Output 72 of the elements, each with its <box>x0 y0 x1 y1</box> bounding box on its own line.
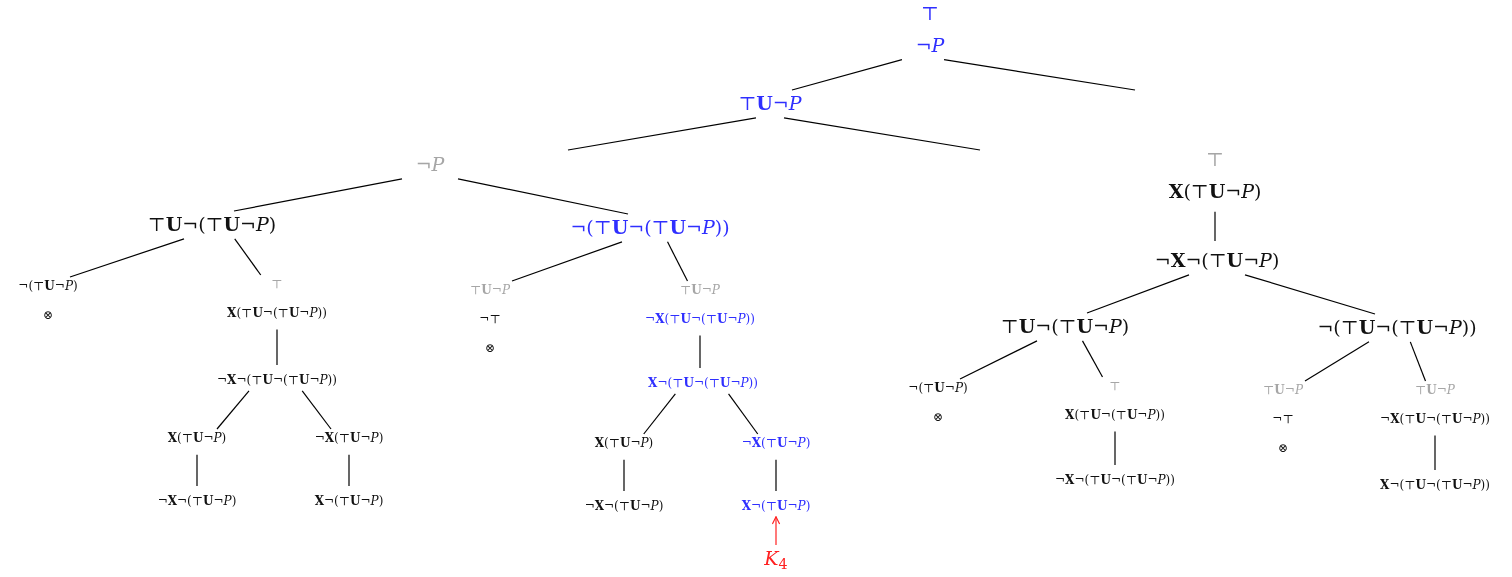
formula: ¬P <box>915 34 945 57</box>
tree-edge <box>1114 431 1116 466</box>
formula: ¬X(⊤U¬(⊤U¬P)) <box>645 312 755 327</box>
tree-edge <box>216 390 250 430</box>
closed-branch-mark: ⊗ <box>42 308 53 323</box>
tree-edge <box>1304 341 1370 382</box>
formula: ¬X(⊤U¬P) <box>314 432 384 446</box>
formula: ¬⊤ <box>479 312 501 327</box>
formula: X¬(⊤U¬(⊤U¬P)) <box>1380 479 1490 493</box>
formula: ⊤U¬P <box>1263 384 1303 398</box>
tree-edge <box>727 393 759 435</box>
formula: ¬X¬(⊤U¬P) <box>584 500 664 514</box>
formula: ⊤ <box>921 3 939 25</box>
tree-edge <box>791 59 903 91</box>
formula: ¬X¬(⊤U¬(⊤U¬P)) <box>217 374 337 388</box>
formula: ¬X(⊤U¬(⊤U¬P)) <box>1380 412 1490 427</box>
formula: ⊤U¬P <box>680 284 720 298</box>
tree-edge <box>783 117 981 151</box>
formula: ¬(⊤U¬(⊤U¬P)) <box>570 217 730 239</box>
formula: ⊤ <box>1109 380 1121 394</box>
formula: ⊤U¬P <box>470 284 510 298</box>
formula: ⊤U¬P <box>738 93 802 115</box>
formula: ⊤ <box>271 278 283 292</box>
tree-edge <box>457 178 629 215</box>
formula: ¬(⊤U¬P) <box>18 280 78 294</box>
tree-edge <box>233 178 403 212</box>
formula: X(⊤U¬P) <box>1168 180 1262 203</box>
formula: ¬(⊤U¬(⊤U¬P)) <box>1317 317 1477 339</box>
tree-edge <box>775 459 777 492</box>
formula: ¬⊤ <box>1272 412 1294 427</box>
formula: ¬(⊤U¬P) <box>908 382 968 396</box>
tree-edge <box>666 241 689 282</box>
tree-edge <box>1244 274 1376 315</box>
tree-edge <box>1086 274 1190 314</box>
formula: ¬X(⊤U¬P) <box>741 437 811 451</box>
tree-edge <box>301 390 332 430</box>
tree-edge <box>623 459 625 492</box>
tree-edge <box>567 117 757 151</box>
tree-edge <box>196 454 198 487</box>
tree-edge <box>1434 435 1436 471</box>
formula: ⊤ <box>1206 149 1224 171</box>
closed-branch-mark: ⊗ <box>484 341 496 356</box>
closed-branch-mark: ⊗ <box>932 410 943 425</box>
tree-edge <box>1081 340 1104 378</box>
formula: K$_{4}$ <box>764 548 788 570</box>
tree-edge <box>276 329 278 366</box>
tree-edge <box>348 454 350 487</box>
formula: X(⊤U¬(⊤U¬P)) <box>227 306 327 321</box>
tree-edge <box>1409 341 1427 382</box>
formula: ¬P <box>415 154 445 176</box>
tree-edge <box>234 238 262 276</box>
tree-edge <box>943 59 1136 91</box>
formula: ¬X¬(⊤U¬P) <box>1154 250 1280 272</box>
formula: X(⊤U¬(⊤U¬P)) <box>1065 408 1165 423</box>
closed-branch-mark: ⊗ <box>1277 441 1289 456</box>
formula: X¬(⊤U¬P) <box>741 500 811 514</box>
formula: ⊤U¬P <box>1415 384 1455 398</box>
formula: ⊤U¬(⊤U¬P) <box>1000 316 1130 338</box>
tree-edge <box>69 238 185 278</box>
tree-edge <box>511 241 623 282</box>
tree-edge <box>1214 211 1216 242</box>
arrow <box>771 516 781 546</box>
tree-edge <box>699 335 701 369</box>
formula: X(⊤U¬P) <box>167 432 227 446</box>
formula: X(⊤U¬P) <box>594 437 654 451</box>
tree-edge <box>959 340 1038 380</box>
formula: ¬X¬(⊤U¬P) <box>157 495 237 509</box>
formula: ¬X¬(⊤U¬(⊤U¬P)) <box>1055 474 1175 488</box>
formula: X¬(⊤U¬(⊤U¬P)) <box>648 377 758 391</box>
formula: X¬(⊤U¬P) <box>314 495 384 509</box>
tree-edge <box>643 393 676 435</box>
formula: ⊤U¬(⊤U¬P) <box>147 214 277 236</box>
